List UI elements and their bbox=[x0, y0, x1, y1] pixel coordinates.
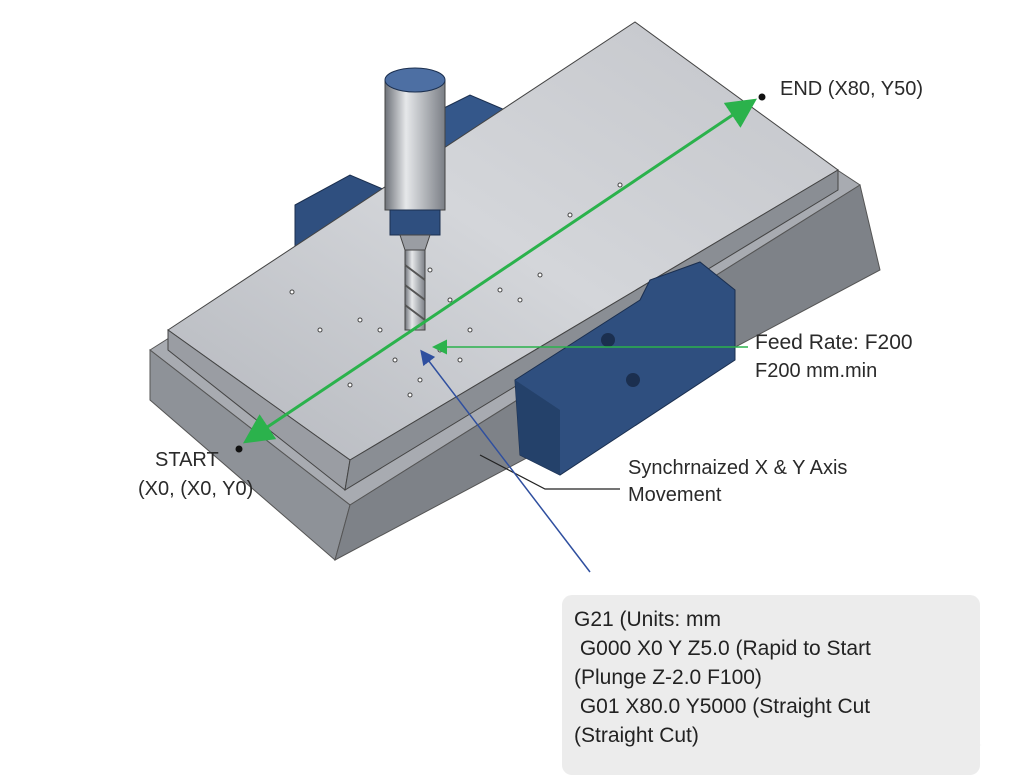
feed-rate-label: Feed Rate: F200 bbox=[755, 331, 913, 354]
feed-rate-unit-label: F200 mm.min bbox=[755, 360, 878, 382]
start-coords-label: (X0, (X0, Y0) bbox=[138, 478, 254, 500]
gcode-line: G000 X0 Y Z5.0 (Rapid to Start bbox=[574, 637, 871, 660]
gcode-line: G01 X80.0 Y5000 (Straight Cut bbox=[574, 695, 871, 718]
spindle-tool bbox=[384, 67, 446, 331]
gcode-panel: G21 (Units: mm G000 X0 Y Z5.0 (Rapid to … bbox=[562, 595, 980, 775]
workpiece bbox=[167, 21, 839, 491]
end-label: END (X80, Y50) bbox=[780, 78, 924, 100]
gcode-line: (Straight Cut) bbox=[574, 724, 699, 747]
front-clamp-block bbox=[514, 261, 736, 476]
toolpath-arrow-end bbox=[419, 98, 757, 327]
start-label: START bbox=[155, 449, 219, 471]
metal-chips bbox=[289, 182, 623, 398]
end-point bbox=[758, 93, 766, 101]
gcode-line: G21 (Units: mm bbox=[574, 608, 722, 631]
sync-leader bbox=[479, 454, 620, 490]
sync-movement-label: Movement bbox=[628, 484, 722, 506]
sync-axis-label: Synchrnaized X & Y Axis bbox=[628, 457, 848, 479]
toolpath-arrow-start bbox=[243, 323, 421, 444]
gcode-line: (Plunge Z-2.0 F100) bbox=[574, 666, 762, 689]
start-point bbox=[235, 445, 243, 453]
gcode-leader bbox=[420, 349, 591, 573]
